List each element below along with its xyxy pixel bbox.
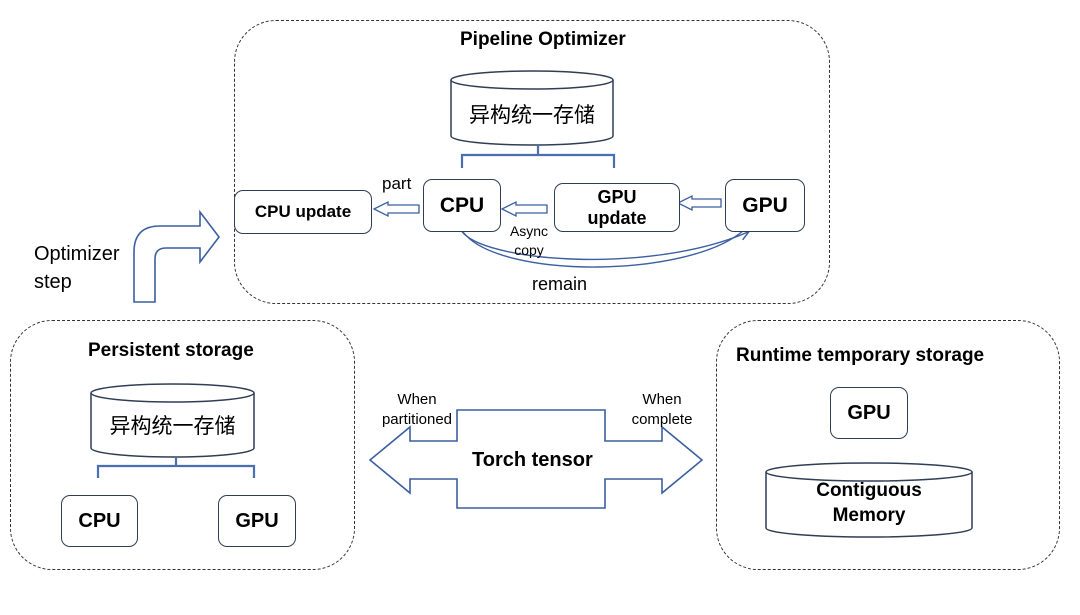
torch-tensor-label: Torch tensor <box>472 449 593 471</box>
pipeline-optimizer-panel <box>234 20 830 304</box>
runtime-storage-title: Runtime temporary storage <box>736 345 985 366</box>
pipeline-optimizer-title: Pipeline Optimizer <box>460 29 626 50</box>
async-copy-label: Async copy <box>509 223 549 258</box>
cpu-to-cpu-update-arrow <box>372 200 420 218</box>
persistent-gpu-box: GPU <box>218 495 296 547</box>
optimizer-step-arrow <box>133 209 221 303</box>
runtime-storage-panel <box>716 320 1060 570</box>
torch-tensor-double-arrow <box>368 409 704 509</box>
contiguous-memory-cylinder: Contiguous Memory <box>765 462 973 538</box>
gpu-to-gpu-update-arrow <box>676 194 722 212</box>
pipeline-cpu-box: CPU <box>423 179 501 232</box>
top-unified-storage-cylinder: 异构统一存储 <box>450 70 614 146</box>
top-storage-bracket <box>460 146 616 168</box>
persistent-storage-panel <box>10 320 355 570</box>
persistent-unified-storage-label: 异构统一存储 <box>109 415 236 438</box>
persistent-unified-storage-cylinder: 异构统一存储 <box>90 383 255 458</box>
contiguous-memory-label: Contiguous Memory <box>816 480 922 526</box>
part-label: part <box>382 174 412 193</box>
gpu-update-box: GPU update <box>554 183 680 232</box>
remain-curve <box>462 229 745 268</box>
pipeline-gpu-box: GPU <box>725 179 805 232</box>
persistent-storage-bracket <box>96 458 256 478</box>
runtime-gpu-box: GPU <box>830 387 908 439</box>
cpu-update-box: CPU update <box>234 190 372 234</box>
remain-label: remain <box>532 274 588 294</box>
async-copy-curve <box>460 229 751 261</box>
persistent-cpu-box: CPU <box>61 495 138 547</box>
gpu-update-to-cpu-arrow <box>500 200 548 218</box>
top-unified-storage-label: 异构统一存储 <box>469 104 595 127</box>
persistent-storage-title: Persistent storage <box>88 340 254 361</box>
when-partitioned-label: When partitioned <box>381 391 453 428</box>
optimizer-step-label: Optimizer step <box>34 243 120 293</box>
when-complete-label: When complete <box>631 391 693 428</box>
